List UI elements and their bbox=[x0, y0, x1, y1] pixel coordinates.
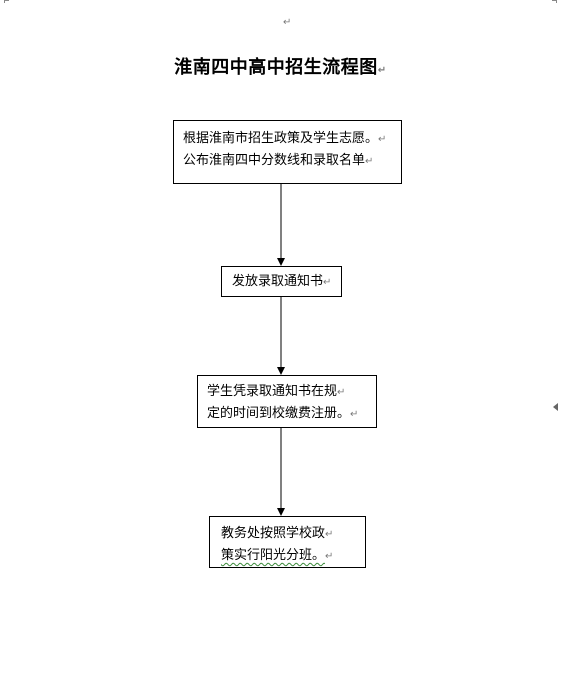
flow-step-class-assignment: 教务处按照学校政↵ 策实行阳光分班。↵ bbox=[209, 516, 366, 568]
step-text: 发放录取通知书 bbox=[232, 274, 324, 289]
step-text: 教务处按照学校政 bbox=[221, 526, 326, 541]
paragraph-mark: ↵ bbox=[325, 529, 334, 540]
step-text: 定的时间到校缴费注册。 bbox=[207, 406, 351, 421]
paragraph-mark: ↵ bbox=[365, 156, 374, 167]
paragraph-mark: ↵ bbox=[377, 65, 387, 76]
step-text: 根据淮南市招生政策及学生志愿。 bbox=[183, 131, 379, 146]
paragraph-mark: ↵ bbox=[378, 134, 387, 145]
step-text: 公布淮南四中分数线和录取名单 bbox=[183, 153, 366, 168]
flow-step-publish-results: 根据淮南市招生政策及学生志愿。↵ 公布淮南四中分数线和录取名单↵ bbox=[173, 120, 402, 184]
flow-arrow-1 bbox=[277, 184, 285, 266]
paragraph-mark: ↵ bbox=[283, 17, 292, 28]
paragraph-mark: ↵ bbox=[323, 277, 332, 288]
paragraph-mark: ↵ bbox=[337, 387, 346, 398]
step-text: 策实行阳光分班。 bbox=[221, 548, 326, 563]
flow-arrow-3 bbox=[277, 428, 285, 516]
margin-marker-icon bbox=[553, 403, 558, 411]
paragraph-mark: ↵ bbox=[325, 551, 334, 562]
page-corner-mark-right bbox=[552, 0, 557, 3]
flow-step-registration: 学生凭录取通知书在规↵ 定的时间到校缴费注册。↵ bbox=[197, 375, 377, 428]
title-text: 淮南四中高中招生流程图 bbox=[174, 57, 378, 78]
paragraph-mark: ↵ bbox=[350, 409, 359, 420]
page-corner-mark-left bbox=[4, 0, 9, 3]
step-text: 学生凭录取通知书在规 bbox=[207, 384, 338, 399]
flow-arrow-2 bbox=[277, 297, 285, 375]
flow-step-issue-notice: 发放录取通知书↵ bbox=[221, 266, 342, 297]
document-title: 淮南四中高中招生流程图↵ bbox=[0, 53, 561, 79]
